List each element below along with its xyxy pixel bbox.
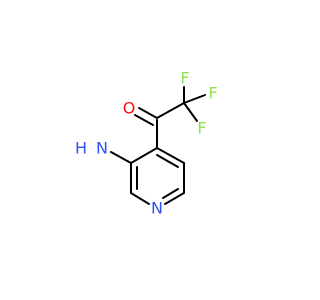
atom-fluorine-1: F (180, 69, 189, 88)
bond-carbonyl-oxygen-1 (138, 107, 158, 119)
bond-c2-n1 (130, 192, 150, 205)
atom-fluorine-2: F (208, 84, 217, 103)
atom-amine-nitrogen: N (96, 139, 108, 158)
atom-fluorine-3: F (197, 119, 206, 138)
atom-amine-hydrogen: H (75, 139, 87, 158)
atom-ring-nitrogen: N (151, 199, 163, 218)
bond-c3-amine (110, 151, 132, 164)
molecule-diagram: O F F F H N N (75, 69, 218, 218)
bond-c4-c3 (130, 147, 158, 164)
bond-n1-c6 (164, 192, 185, 205)
bond-cf3-f2 (183, 94, 206, 104)
bond-carbonyl-cf3 (156, 102, 185, 119)
bond-carbonyl-oxygen-2 (134, 114, 154, 126)
atom-oxygen: O (123, 99, 136, 118)
bond-c5-c4 (156, 147, 185, 164)
bond-cf3-f3 (183, 102, 198, 122)
bond-c5-c4-inner (156, 154, 179, 168)
bond-n1-c6-inner (162, 188, 179, 199)
